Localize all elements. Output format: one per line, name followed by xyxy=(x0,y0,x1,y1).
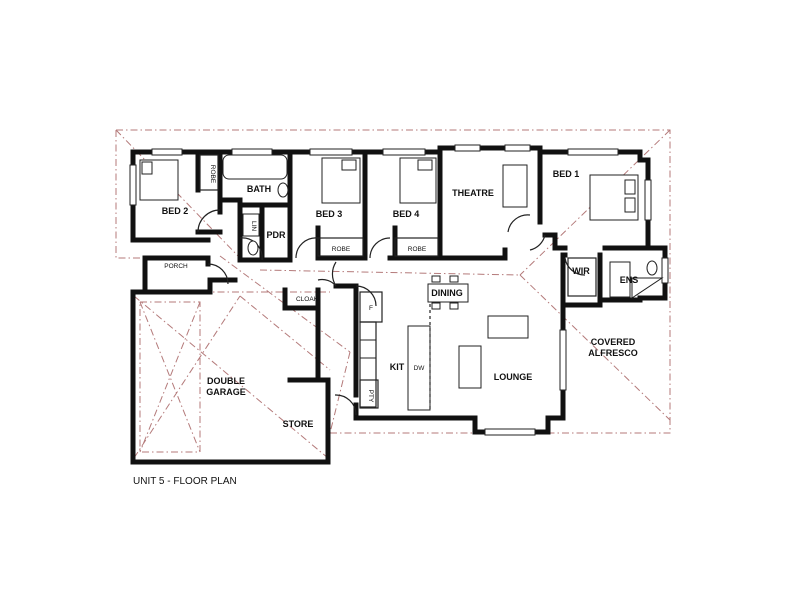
room-label-robe-bed4: ROBE xyxy=(408,246,427,253)
room-label-cloak: CLOAK xyxy=(296,296,319,303)
room-label-bath: BATH xyxy=(247,184,271,194)
room-label-lin: LIN xyxy=(250,221,257,231)
doors xyxy=(197,209,586,416)
room-label-store: STORE xyxy=(283,419,314,429)
room-label-covered: COVERED xyxy=(591,337,636,347)
kitchen-fixtures xyxy=(359,291,431,411)
room-label-garage: GARAGE xyxy=(206,387,246,397)
windows xyxy=(129,144,669,436)
bath-fixtures xyxy=(222,154,664,299)
room-label-wir: WIR xyxy=(572,266,590,276)
room-label-dw: DW xyxy=(414,365,426,372)
room-label-kit: KIT xyxy=(390,362,405,372)
garage-roof-lines xyxy=(139,301,201,453)
room-label-bed2: BED 2 xyxy=(162,206,189,216)
bed-furniture xyxy=(139,157,639,221)
room-label-robe-bed3: ROBE xyxy=(332,246,351,253)
room-label-pty: PTY xyxy=(367,390,374,403)
room-label-bed1: BED 1 xyxy=(553,169,580,179)
plan-caption: UNIT 5 - FLOOR PLAN xyxy=(133,476,237,487)
walls xyxy=(130,145,668,465)
room-label-theatre: THEATRE xyxy=(452,188,494,198)
room-label-dining: DINING xyxy=(431,288,463,298)
room-label-alfresco: ALFRESCO xyxy=(588,348,638,358)
living-furniture xyxy=(427,164,529,389)
room-label-porch: PORCH xyxy=(164,263,188,270)
room-label-fridge: F xyxy=(369,305,373,312)
room-label-ens: ENS xyxy=(620,275,639,285)
room-label-lounge: LOUNGE xyxy=(494,372,533,382)
room-label-double: DOUBLE xyxy=(207,376,245,386)
robe-fixtures xyxy=(199,154,597,297)
room-label-pdr: PDR xyxy=(266,230,286,240)
room-label-robe-bed2: ROBE xyxy=(209,165,216,184)
room-label-bed4: BED 4 xyxy=(393,209,420,219)
room-label-bed3: BED 3 xyxy=(316,209,343,219)
